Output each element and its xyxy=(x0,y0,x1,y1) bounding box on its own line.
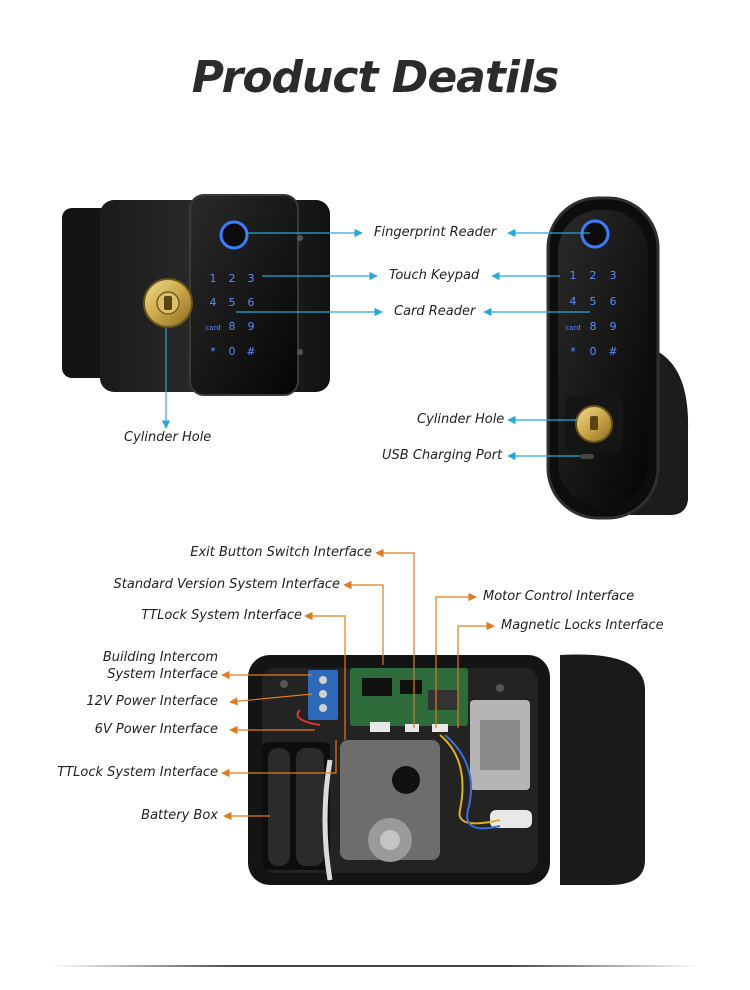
svg-text:4: 4 xyxy=(570,295,577,308)
svg-text:2: 2 xyxy=(590,269,597,282)
top-leaders xyxy=(161,228,590,461)
usb-port-icon xyxy=(580,454,594,459)
fingerprint-icon xyxy=(219,220,249,250)
svg-text:0: 0 xyxy=(590,345,597,358)
label-6v-power-interface: 6V Power Interface xyxy=(94,722,218,737)
label-touch-keypad: Touch Keypad xyxy=(389,268,480,283)
label-cylinder-hole-right: Cylinder Hole xyxy=(417,412,505,427)
svg-text:#: # xyxy=(608,345,617,358)
lock-internal-view xyxy=(248,654,645,885)
page-title: Product Deatils xyxy=(191,52,560,103)
label-exit-button-interface: Exit Button Switch Interface xyxy=(190,545,372,560)
label-motor-control-interface: Motor Control Interface xyxy=(483,589,635,604)
svg-text:5: 5 xyxy=(229,296,236,309)
interface-leaders xyxy=(221,548,495,821)
svg-text:#: # xyxy=(246,345,255,358)
svg-text:0: 0 xyxy=(229,345,236,358)
svg-text:1: 1 xyxy=(210,272,217,285)
label-usb-charging-port: USB Charging Port xyxy=(382,448,503,463)
label-magnetic-locks-interface: Magnetic Locks Interface xyxy=(501,618,664,633)
label-12v-power-interface: 12V Power Interface xyxy=(86,694,218,709)
label-card-reader: Card Reader xyxy=(394,304,476,319)
label-standard-version-interface: Standard Version System Interface xyxy=(113,577,341,592)
svg-text:1: 1 xyxy=(570,269,577,282)
svg-text:9: 9 xyxy=(248,320,255,333)
label-ttlock-interface-bottom: TTLock System Interface xyxy=(57,765,218,780)
svg-text:4: 4 xyxy=(210,296,217,309)
svg-text:6: 6 xyxy=(610,295,617,308)
svg-text:5: 5 xyxy=(590,295,597,308)
bottom-divider xyxy=(50,965,700,967)
label-intercom-line1: Building Intercom xyxy=(102,650,218,665)
svg-text:card: card xyxy=(205,324,220,332)
fingerprint-icon xyxy=(580,219,610,249)
svg-text:*: * xyxy=(210,345,216,358)
label-intercom-line2: System Interface xyxy=(107,667,218,682)
label-ttlock-interface-top: TTLock System Interface xyxy=(141,608,302,623)
svg-text:8: 8 xyxy=(590,320,597,333)
svg-text:3: 3 xyxy=(248,272,255,285)
svg-text:9: 9 xyxy=(610,320,617,333)
svg-text:8: 8 xyxy=(229,320,236,333)
label-fingerprint-reader: Fingerprint Reader xyxy=(374,225,497,240)
label-cylinder-hole-left: Cylinder Hole xyxy=(124,430,212,445)
svg-text:*: * xyxy=(570,345,576,358)
svg-text:3: 3 xyxy=(610,269,617,282)
label-battery-box: Battery Box xyxy=(141,808,218,823)
svg-text:6: 6 xyxy=(248,296,255,309)
svg-text:card: card xyxy=(565,324,580,332)
svg-text:2: 2 xyxy=(229,272,236,285)
